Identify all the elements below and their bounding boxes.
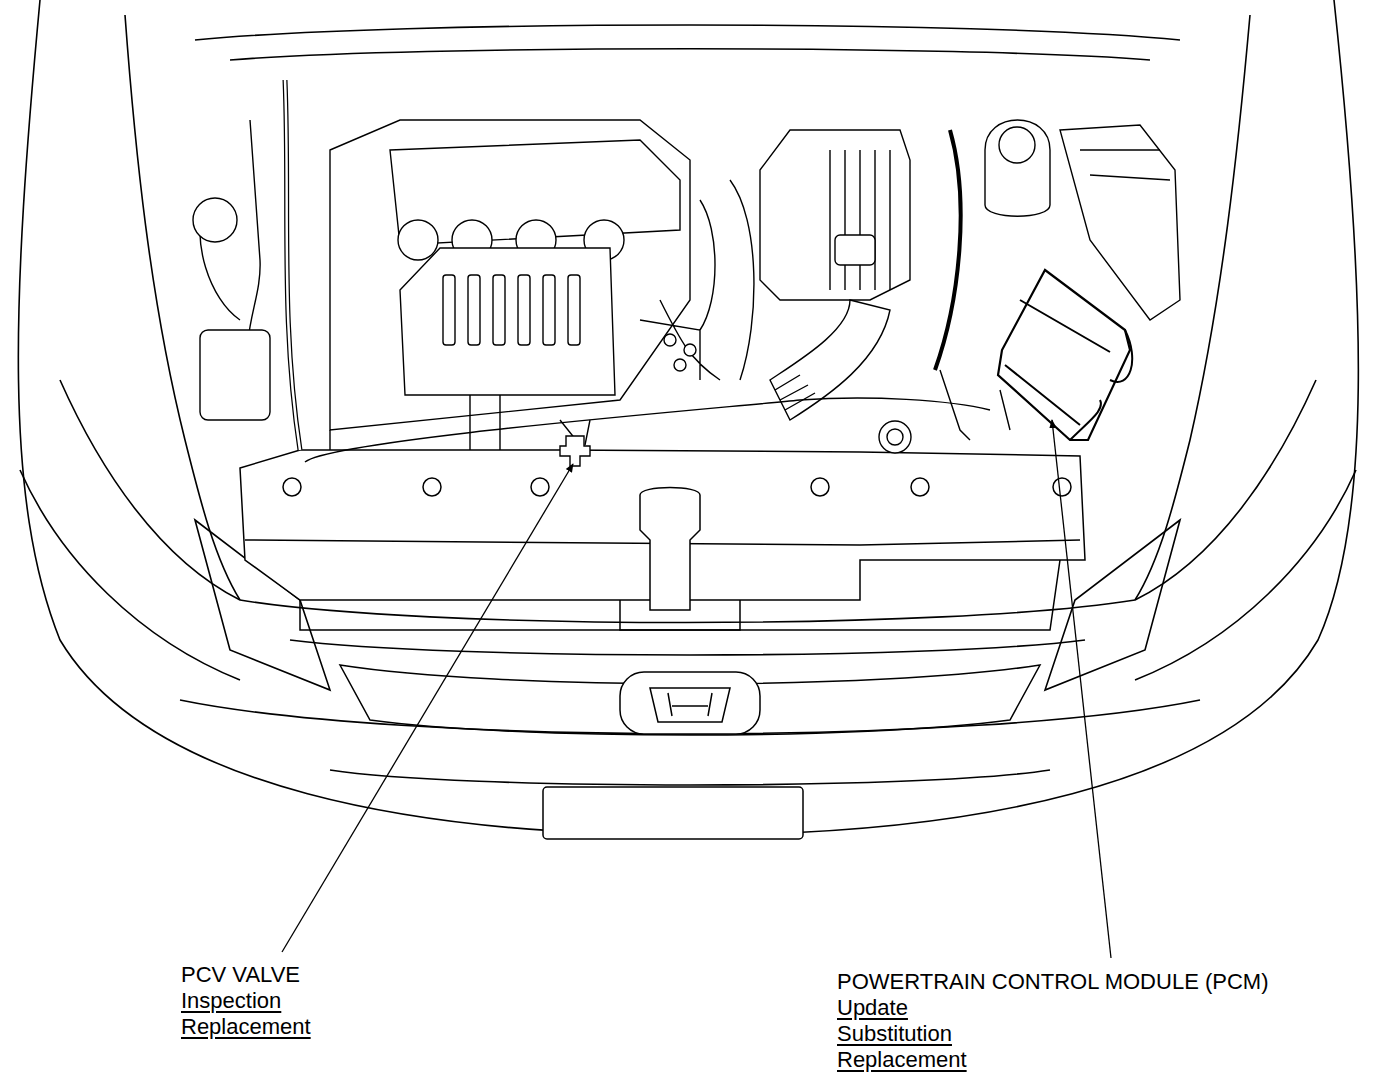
body-outline xyxy=(18,0,1358,835)
grille xyxy=(340,665,1040,839)
exhaust-flange xyxy=(879,421,911,453)
hoses-center xyxy=(640,180,754,380)
procedure-link: Replacement xyxy=(836,1047,968,1073)
bolt xyxy=(423,478,441,496)
radiator-hose xyxy=(285,80,300,450)
air-box-ribs xyxy=(830,150,890,290)
intake-ribs xyxy=(775,375,815,410)
bolt xyxy=(911,478,929,496)
reservoir-cap xyxy=(999,127,1035,163)
bolt xyxy=(283,478,301,496)
throttle-cable xyxy=(305,398,990,462)
bolt xyxy=(531,478,549,496)
exhaust-flange xyxy=(887,429,903,445)
slot xyxy=(518,275,530,345)
engine xyxy=(193,80,1180,466)
fitting xyxy=(684,344,696,356)
leader-line xyxy=(282,464,573,952)
ignition-coil xyxy=(398,220,438,260)
battery-tray xyxy=(1080,150,1170,180)
radiator-support xyxy=(240,450,1085,630)
fitting xyxy=(664,334,676,346)
heater-hose xyxy=(935,130,961,370)
latch-base xyxy=(620,600,740,630)
procedure-link: Update xyxy=(836,995,909,1021)
leader-line xyxy=(1052,420,1111,958)
hood-latch xyxy=(640,488,700,611)
cowl xyxy=(195,25,1180,60)
procedure-link: Replacement xyxy=(180,1014,312,1040)
brake-master xyxy=(200,330,270,420)
engine-cover xyxy=(400,248,615,395)
intake-tube xyxy=(770,300,890,420)
pcm-bracket xyxy=(1005,300,1132,440)
sensor xyxy=(835,235,875,265)
engine-block xyxy=(330,395,500,450)
emblem-frame xyxy=(620,672,760,734)
bolt xyxy=(1053,478,1071,496)
procedure-link: Substitution xyxy=(836,1021,953,1047)
fitting xyxy=(674,359,686,371)
procedure-link: Inspection xyxy=(180,988,282,1014)
air-box xyxy=(760,130,910,300)
car-body xyxy=(18,0,1358,835)
cylinder-head xyxy=(330,120,690,430)
coolant-reservoir xyxy=(985,120,1050,216)
slot xyxy=(568,275,580,345)
slot xyxy=(493,275,505,345)
part-name: POWERTRAIN CONTROL MODULE (PCM) xyxy=(836,969,1269,995)
fuse-box xyxy=(1060,125,1180,320)
emblem xyxy=(650,688,730,722)
slot xyxy=(468,275,480,345)
sensor-lead xyxy=(940,370,1010,440)
grille-opening xyxy=(340,665,1040,735)
slot xyxy=(443,275,455,345)
license-plate xyxy=(543,787,803,839)
pcm xyxy=(998,270,1130,440)
pcv-valve xyxy=(560,436,590,466)
bolt xyxy=(811,478,829,496)
leader-lines xyxy=(282,420,1111,958)
part-name: PCV VALVE xyxy=(180,962,301,988)
brake-reservoir xyxy=(193,198,237,242)
radiator-hose-inner xyxy=(285,80,300,450)
cover-slots xyxy=(443,275,580,345)
slot xyxy=(543,275,555,345)
